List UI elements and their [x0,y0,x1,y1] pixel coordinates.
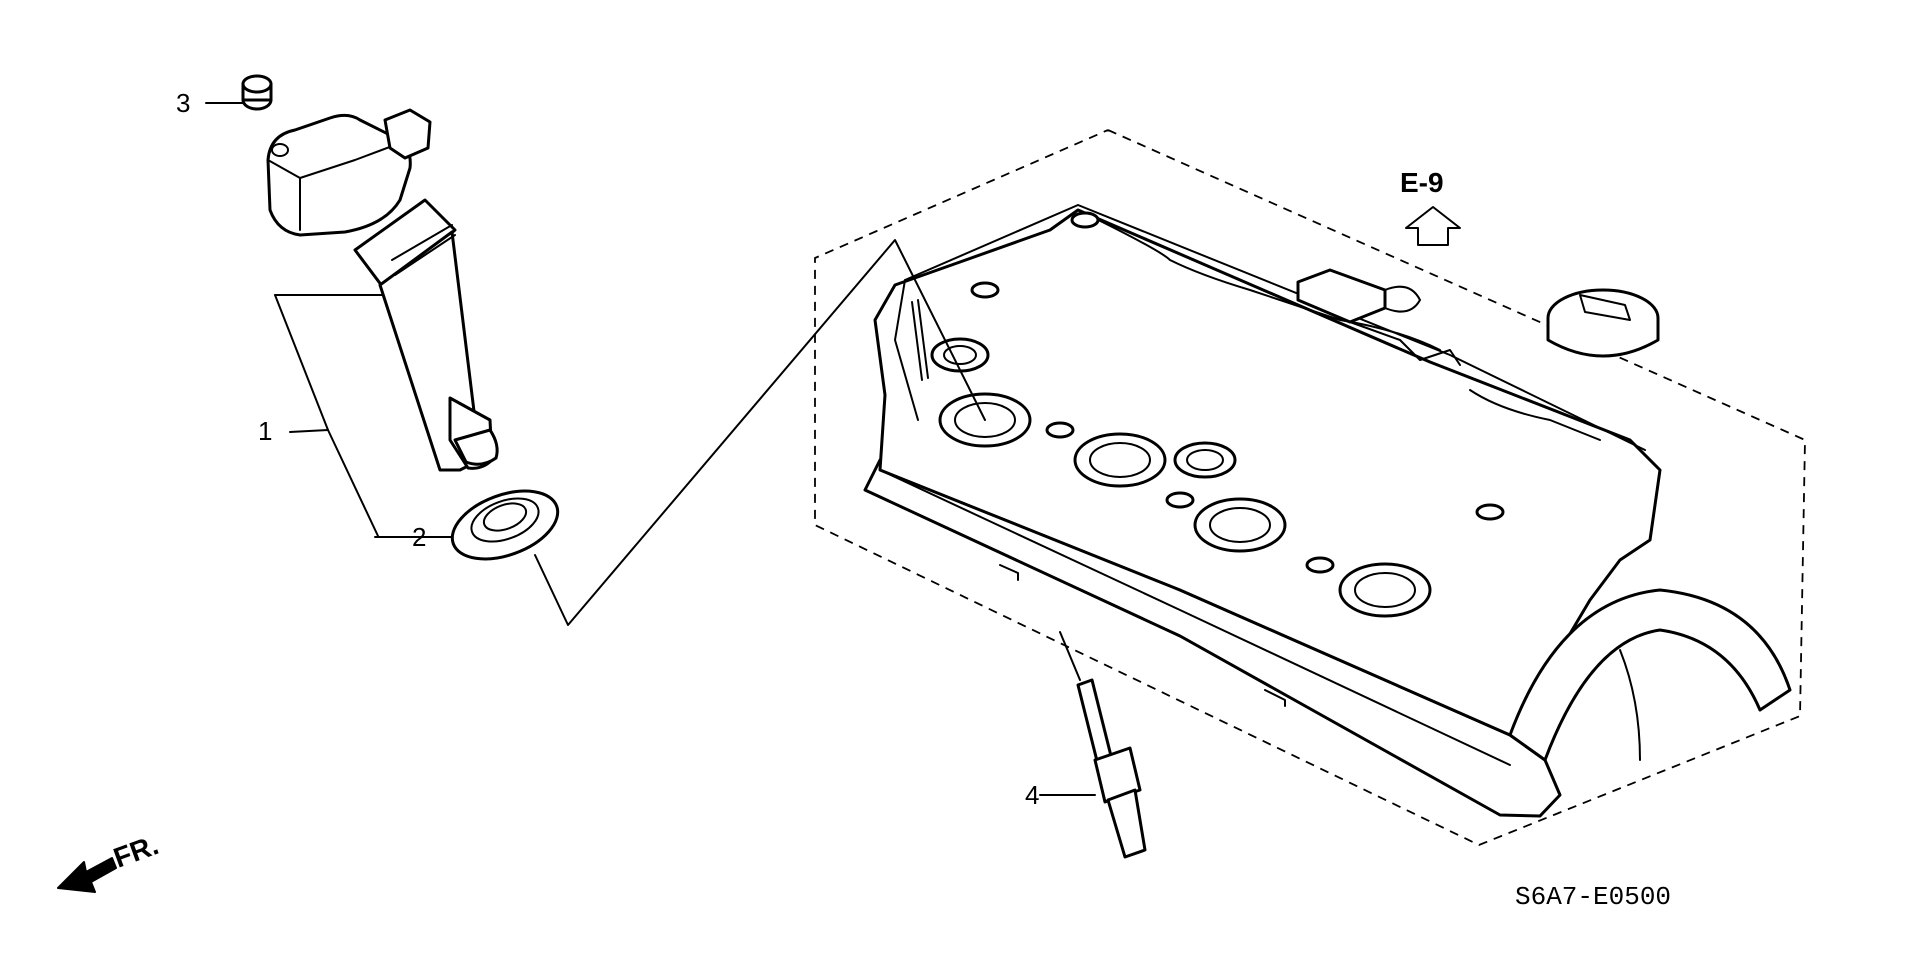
plug-hole-seal [450,489,560,561]
leader-lines [205,102,1096,796]
front-label: FR. [109,829,162,874]
part-label-2[interactable]: 2 [412,522,426,552]
reference-arrow: E-9 [1400,167,1461,246]
drawing-code: S6A7-E0500 [1515,882,1671,912]
part-label-1[interactable]: 1 [258,416,272,446]
spark-plug [1076,678,1147,859]
front-direction-indicator: FR. [57,829,162,893]
ignition-coil [266,108,499,472]
cover-bolt-bosses [970,211,1505,574]
cylinder-head-cover [863,204,1792,818]
reference-label[interactable]: E-9 [1400,167,1444,198]
up-arrow-icon [1405,206,1461,246]
part-label-3[interactable]: 3 [176,88,190,118]
cylinder-head-cover-group-outline [814,129,1806,846]
part-label-4[interactable]: 4 [1025,780,1039,810]
flange-bolt [241,74,273,111]
front-arrow-icon [57,857,117,893]
